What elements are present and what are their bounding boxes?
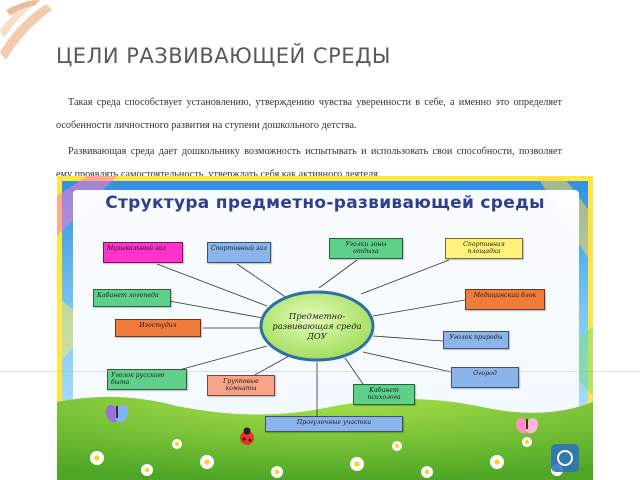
logo-icon <box>551 444 579 472</box>
node-garden: Огород <box>451 367 519 388</box>
node-nature-corner: Уголок природы <box>443 331 509 349</box>
diagram-title: Структура предметно-развивающей среды <box>105 193 545 213</box>
slide-divider <box>0 371 640 372</box>
node-rest-zone: Уголки зоны отдыха <box>329 238 403 259</box>
node-art-studio: Изостудия <box>115 319 201 337</box>
node-medical-block: Медицинский блок <box>465 289 545 310</box>
node-speech-therapist: Кабинет логопеда <box>93 289 171 307</box>
butterfly-icon <box>516 417 538 434</box>
ladybug-icon <box>240 427 254 445</box>
butterfly-icon <box>105 405 129 423</box>
node-walking-areas: Прогулочные участки <box>265 416 403 432</box>
paragraph-2: Развивающая среда дает дошкольнику возмо… <box>56 146 562 181</box>
structure-poster: Структура предметно-развивающей среды Пр… <box>57 176 593 480</box>
node-music-hall: Музыкальный зал <box>103 242 183 263</box>
paragraph-1: Такая среда способствует установлению, у… <box>56 97 562 132</box>
flowers <box>90 437 563 478</box>
slide-title: ЦЕЛИ РАЗВИВАЮЩЕЙ СРЕДЫ <box>56 44 391 68</box>
node-sport-hall: Спортивный зал <box>207 242 271 263</box>
node-russian-life-corner: Уголок русского быта <box>107 369 187 390</box>
node-group-rooms: Групповые комнаты <box>207 375 275 396</box>
node-psychologist: Кабинет психолога <box>353 384 415 405</box>
node-sport-ground: Спортивная площадка <box>445 238 523 259</box>
center-ellipse <box>259 290 375 362</box>
center-node-label: Предметно-развивающая среда ДОУ <box>272 311 362 341</box>
